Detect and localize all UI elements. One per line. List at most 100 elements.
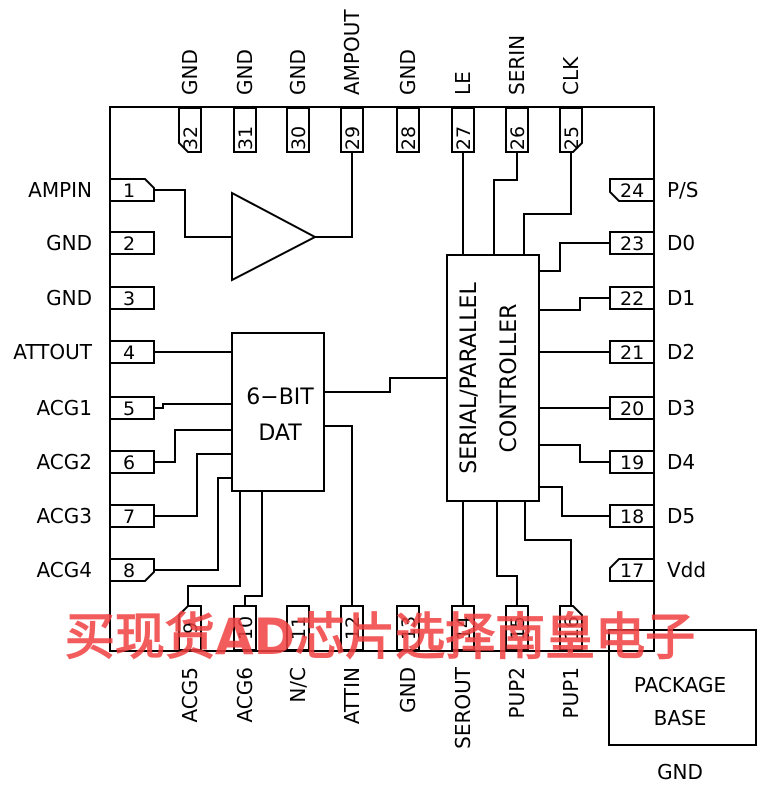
pin-label: Vdd [667, 558, 706, 582]
pin-label: ACG1 [36, 396, 92, 420]
pin-17: 17 Vdd [609, 558, 706, 582]
package-base-box [608, 629, 757, 746]
pin-box [109, 558, 155, 582]
pin-label: GND [233, 49, 257, 95]
pin-label: GND [396, 667, 420, 713]
pin-box [109, 231, 155, 255]
pin-4: 4 ATTOUT [13, 340, 155, 364]
pin-label: GND [396, 49, 420, 95]
pin-label: ACG6 [233, 667, 257, 723]
pin-box [340, 107, 364, 153]
pin-number: 6 [123, 452, 135, 474]
pin-number: 16 [561, 616, 583, 640]
pin-number: 22 [620, 288, 644, 310]
amplifier-triangle [231, 191, 318, 282]
pin-number: 8 [123, 560, 135, 582]
pin-20: 20 D3 [609, 396, 695, 420]
pin-label: ATTOUT [13, 340, 93, 364]
pin-number: 15 [507, 616, 529, 640]
pin-label: GND [46, 231, 92, 255]
pin-number: 29 [342, 126, 364, 150]
pin-box [178, 605, 202, 651]
pin-number: 7 [123, 506, 135, 528]
pin-box [396, 605, 420, 651]
package-label-line1: PACKAGE [634, 673, 726, 697]
pin-box [396, 107, 420, 153]
pin-label: GND [286, 49, 310, 95]
pin-box [505, 107, 529, 153]
pin-box [286, 605, 310, 651]
pin-label: D1 [667, 286, 695, 310]
pin-label: ACG5 [178, 667, 202, 723]
pin-number: 20 [620, 398, 644, 420]
pin-31: 31 GND [233, 49, 257, 153]
pin-label: SERIN [505, 35, 529, 95]
wiring [154, 152, 610, 606]
package-ground-label: GND [657, 760, 703, 784]
pin-box [609, 396, 655, 420]
pin-11: 11N/C [286, 605, 310, 703]
pin-5: 5 ACG1 [36, 396, 155, 420]
pins-left: 1AMPIN2GND3GND4ATTOUT5ACG16ACG27ACG38ACG… [13, 178, 155, 582]
pin-number: 28 [398, 126, 420, 150]
pin-label: D5 [667, 504, 695, 528]
controller-label-line2: CONTROLLER [497, 304, 522, 453]
pin-label: ATTIN [340, 667, 364, 724]
pin-2: 2 GND [46, 231, 155, 255]
pin-number: 13 [398, 616, 420, 640]
pin-box [340, 605, 364, 651]
pin-number: 17 [620, 560, 644, 582]
pin-box [286, 107, 310, 153]
pin-28: 28 GND [396, 49, 420, 153]
pin-label: D3 [667, 396, 695, 420]
dat-label-line2: DAT [258, 421, 302, 446]
pin-3: 3 GND [46, 286, 155, 310]
pin-number: 26 [507, 126, 529, 150]
pin-label: D0 [667, 231, 695, 255]
pin-label: PUP1 [559, 667, 583, 718]
pin-label: GND [46, 286, 92, 310]
pin-number: 30 [288, 126, 310, 150]
pin-number: 3 [123, 288, 135, 310]
pin-number: 12 [342, 616, 364, 640]
pin-box [178, 107, 202, 153]
pins-top: 25CLK26SERIN27LE28GND29AMPOUT30GND31GND3… [178, 9, 583, 153]
pins-bottom: 9ACG510ACG611N/C12ATTIN13GND14SEROUT15PU… [178, 605, 583, 749]
pin-30: 30 GND [286, 49, 310, 153]
pin-box [451, 605, 475, 651]
pin-label: N/C [286, 667, 310, 703]
pin-box [109, 340, 155, 364]
controller-label-line1: SERIAL/PARALLEL [457, 282, 482, 474]
pin-26: 26 SERIN [505, 35, 529, 153]
pin-box [109, 396, 155, 420]
pin-label: CLK [559, 56, 583, 95]
watermark-text: 买现货AD芯片选择南皇电子 [65, 608, 695, 666]
pin-number: 2 [123, 233, 135, 255]
pin-box [109, 286, 155, 310]
pin-number: 4 [123, 342, 135, 364]
dat-label-line1: 6−BIT [246, 385, 314, 410]
pin-box [233, 107, 257, 153]
pin-label: D4 [667, 450, 695, 474]
pin-box [109, 504, 155, 528]
pin-number: 31 [235, 126, 257, 150]
pin-number: 5 [123, 398, 135, 420]
pin-box [609, 558, 655, 582]
